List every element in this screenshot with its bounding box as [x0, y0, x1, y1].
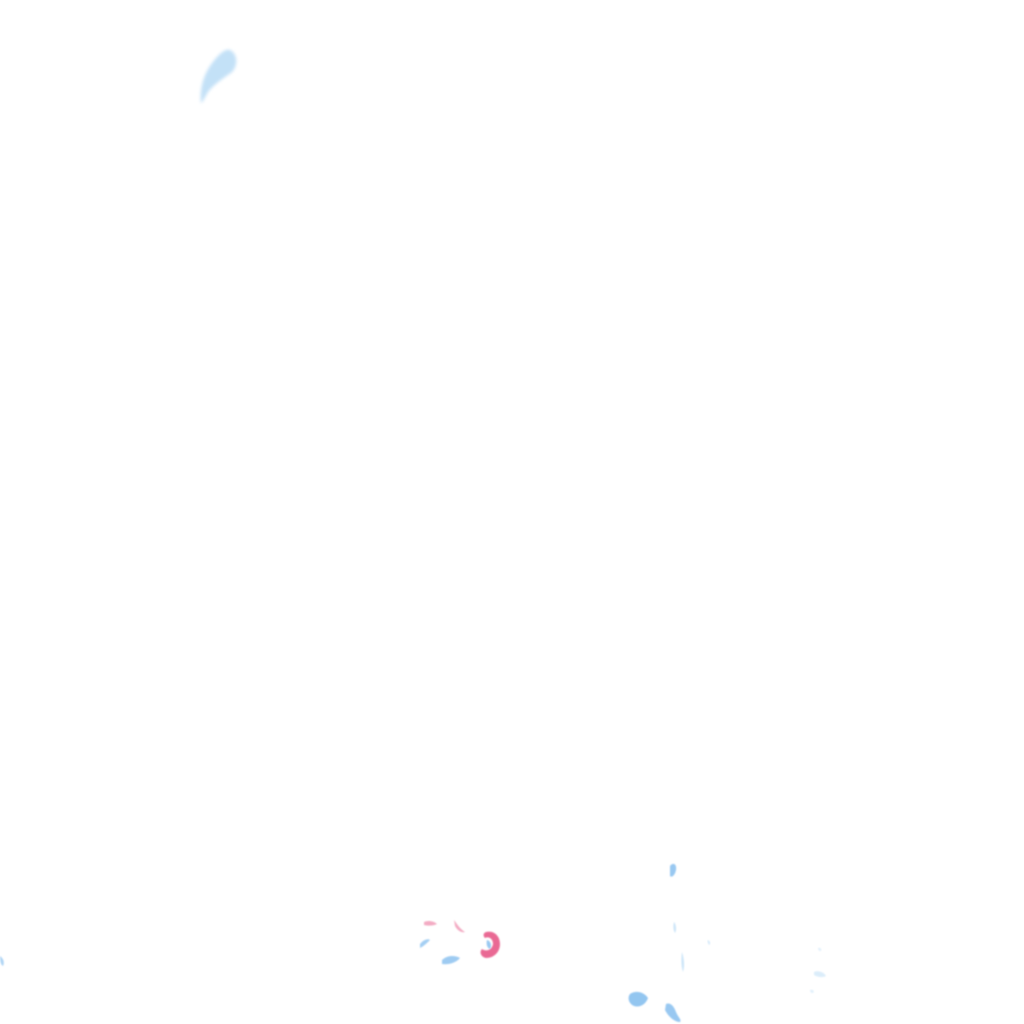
blue-fragment-4 — [673, 922, 677, 933]
blue-fragment-6 — [628, 991, 648, 1007]
blue-fragment-10 — [818, 947, 822, 951]
blue-fragment-2 — [442, 955, 460, 965]
blue-fragment-1 — [420, 939, 430, 948]
blue-fragment-5 — [681, 952, 685, 972]
blue-fragment-11 — [810, 989, 814, 993]
blue-ring-inner — [486, 940, 491, 949]
pink-fragment-1 — [424, 920, 437, 926]
pink-fragment-2 — [454, 920, 465, 933]
blue-fragment-9 — [814, 971, 826, 978]
blue-smudge-top — [200, 49, 237, 103]
blue-fragment-left-edge — [0, 956, 4, 966]
blue-fragment-8 — [707, 940, 711, 945]
pink-ring — [480, 931, 500, 958]
blue-fragment-7 — [665, 1003, 681, 1022]
blue-fragment-3 — [670, 863, 677, 877]
